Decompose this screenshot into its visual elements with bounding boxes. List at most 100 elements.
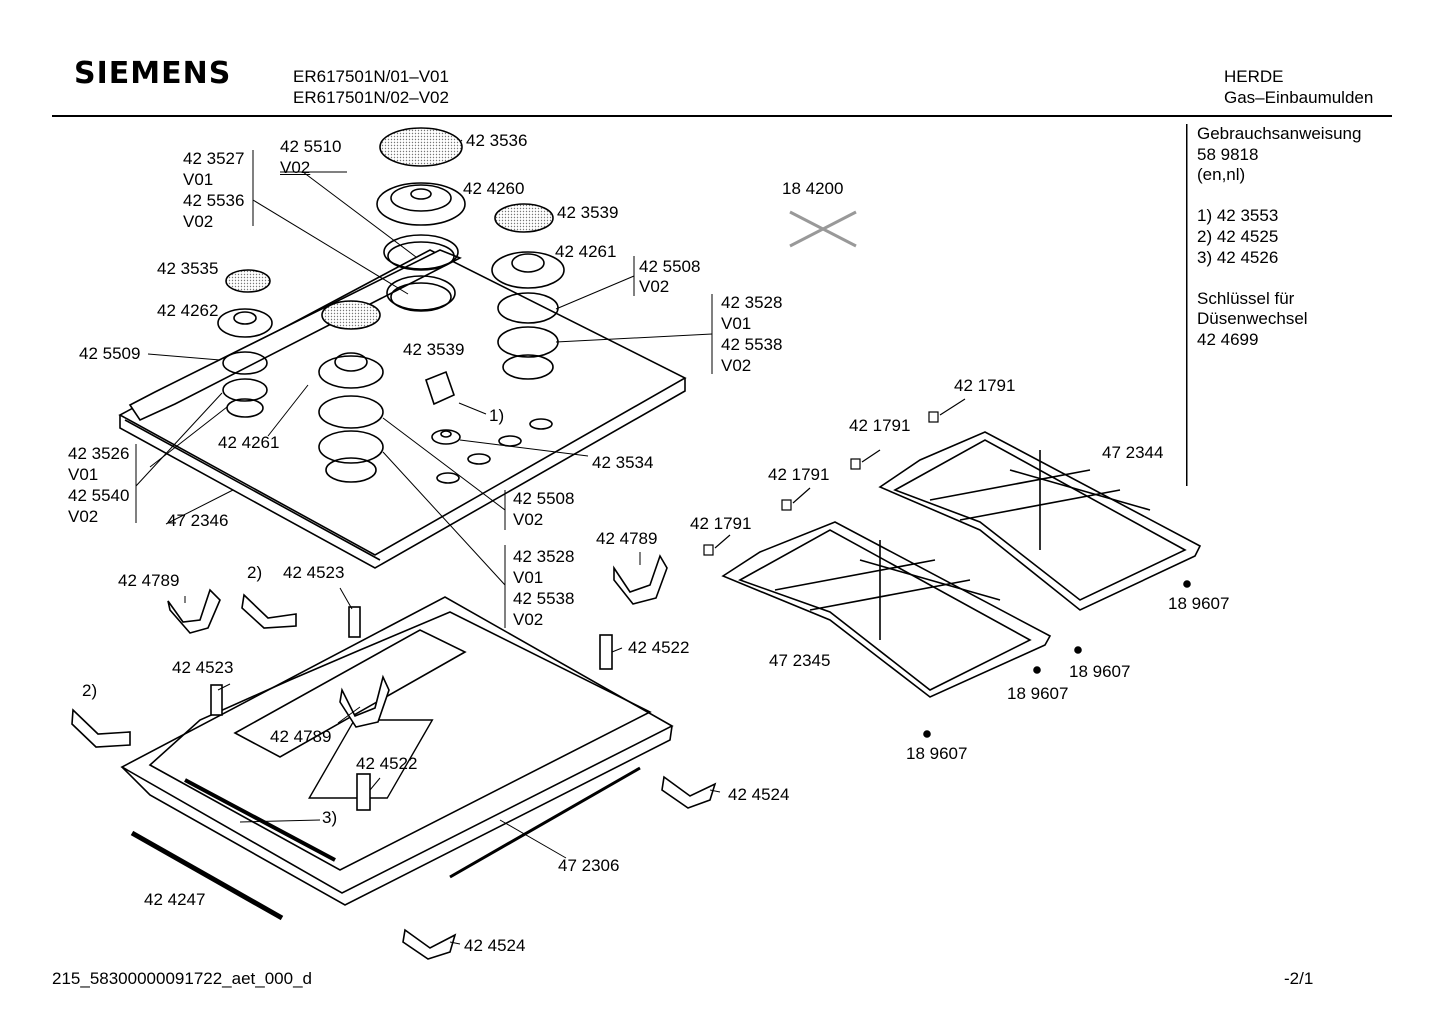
part-label: 42 5538 bbox=[721, 335, 783, 354]
part-label: 47 2345 bbox=[769, 651, 831, 670]
part-label: 18 9607 bbox=[1168, 594, 1230, 613]
part-label: 42 4789 bbox=[596, 529, 658, 548]
part-label: 42 3539 bbox=[403, 340, 465, 359]
burner-body-small bbox=[217, 308, 273, 418]
pan-support-right bbox=[878, 431, 1202, 611]
note-line: Schlüssel für bbox=[1197, 288, 1295, 308]
part-label: 42 4522 bbox=[356, 754, 418, 773]
part-label: V02 bbox=[513, 610, 544, 629]
part-label: 47 2306 bbox=[558, 856, 620, 875]
part-label: 42 1791 bbox=[768, 465, 830, 484]
part-label: V02 bbox=[639, 277, 670, 296]
part-label: 18 4200 bbox=[782, 179, 844, 198]
document-id: 215_58300000091722_aet_000_d bbox=[52, 969, 312, 988]
seal-strip bbox=[130, 830, 284, 921]
part-label: 42 4523 bbox=[172, 658, 234, 677]
part-label: 42 3527 bbox=[183, 149, 245, 168]
note-line: Düsenwechsel bbox=[1197, 309, 1308, 329]
leader-lines-top bbox=[135, 139, 713, 628]
part-label: 47 2344 bbox=[1102, 443, 1164, 462]
part-label: 42 5540 bbox=[68, 486, 130, 505]
notes-panel: Gebrauchsanweisung 58 9818 (en,nl) 1) 42… bbox=[1197, 124, 1361, 351]
cooktop-plate bbox=[118, 249, 687, 569]
part-label: 2) bbox=[82, 681, 98, 700]
part-label: 42 4247 bbox=[144, 890, 206, 909]
part-label: V02 bbox=[68, 507, 99, 526]
part-label: 42 4260 bbox=[463, 179, 525, 198]
part-label: 42 1791 bbox=[849, 416, 911, 435]
page-number: -2/1 bbox=[1284, 969, 1314, 988]
part-label: 3) bbox=[322, 808, 338, 827]
model-number-1: ER617501N/01–V01 bbox=[293, 67, 449, 86]
part-label: 42 3528 bbox=[721, 293, 783, 312]
burner-cap-small bbox=[225, 269, 271, 293]
pan-support-left bbox=[721, 521, 1052, 698]
category-title: HERDE bbox=[1224, 67, 1284, 86]
category-subtitle: Gas–Einbaumulden bbox=[1224, 88, 1374, 107]
burner-cap-large bbox=[379, 127, 463, 167]
burner-rings-large bbox=[383, 234, 459, 312]
clamps bbox=[71, 554, 717, 960]
part-label: 42 5508 bbox=[513, 489, 575, 508]
control-knob bbox=[425, 370, 461, 445]
part-label: 42 4524 bbox=[728, 785, 790, 804]
note-line: Gebrauchsanweisung bbox=[1197, 124, 1362, 143]
header-rule bbox=[52, 115, 1392, 117]
part-label: 42 5538 bbox=[513, 589, 575, 608]
part-label: 18 9607 bbox=[1069, 662, 1131, 681]
injector-nozzles bbox=[210, 606, 613, 811]
burner-body-large bbox=[376, 182, 466, 226]
clips bbox=[703, 398, 966, 556]
part-label: 42 5509 bbox=[79, 344, 141, 363]
brand-logo: SIEMENS bbox=[74, 56, 232, 91]
x-spring bbox=[789, 210, 857, 248]
part-label: 42 4522 bbox=[628, 638, 690, 657]
part-label: 1) bbox=[489, 406, 505, 425]
note-line: (en,nl) bbox=[1197, 165, 1246, 185]
part-label: 47 2346 bbox=[167, 511, 229, 530]
part-label: V01 bbox=[68, 465, 99, 484]
part-label: V01 bbox=[513, 568, 544, 587]
part-label: 18 9607 bbox=[1007, 684, 1069, 703]
note-line: 2) 42 4525 bbox=[1197, 226, 1279, 246]
part-label: 42 4789 bbox=[270, 727, 332, 746]
part-label: 42 5536 bbox=[183, 191, 245, 210]
knob-holes bbox=[436, 418, 553, 484]
part-label: V02 bbox=[280, 158, 311, 177]
part-label: 42 1791 bbox=[690, 514, 752, 533]
burner-body-medium-2 bbox=[318, 352, 384, 483]
leader-lines-bottom bbox=[184, 552, 721, 945]
part-label: 42 4262 bbox=[157, 301, 219, 320]
part-label: 2) bbox=[247, 563, 263, 582]
part-label: 42 3528 bbox=[513, 547, 575, 566]
note-line: 1) 42 3553 bbox=[1197, 206, 1279, 226]
part-label: 42 3536 bbox=[466, 131, 528, 150]
burner-cap-medium-2 bbox=[321, 300, 381, 330]
note-line: 58 9818 bbox=[1197, 144, 1259, 164]
part-label: 42 1791 bbox=[954, 376, 1016, 395]
part-label: 42 3535 bbox=[157, 259, 219, 278]
part-label: 42 3539 bbox=[557, 203, 619, 222]
feet bbox=[923, 580, 1191, 738]
part-label: 42 3534 bbox=[592, 453, 654, 472]
part-label: 42 4261 bbox=[555, 242, 617, 261]
part-label: 42 4261 bbox=[218, 433, 280, 452]
part-label: 42 5510 bbox=[280, 137, 342, 156]
part-label: V01 bbox=[183, 170, 214, 189]
part-label: 42 4524 bbox=[464, 936, 526, 955]
note-line: 3) 42 4526 bbox=[1197, 247, 1279, 267]
part-label: 18 9607 bbox=[906, 744, 968, 763]
part-label: V02 bbox=[513, 510, 544, 529]
part-label: 42 4789 bbox=[118, 571, 180, 590]
part-label: V01 bbox=[721, 314, 752, 333]
part-label: 42 5508 bbox=[639, 257, 701, 276]
note-line: 42 4699 bbox=[1197, 329, 1259, 349]
part-label: V02 bbox=[183, 212, 214, 231]
model-number-2: ER617501N/02–V02 bbox=[293, 88, 449, 107]
part-label: V02 bbox=[721, 356, 752, 375]
part-label: 42 4523 bbox=[283, 563, 345, 582]
burner-body-medium bbox=[491, 251, 565, 380]
burner-cap-medium bbox=[494, 203, 554, 233]
part-label: 42 3526 bbox=[68, 444, 130, 463]
